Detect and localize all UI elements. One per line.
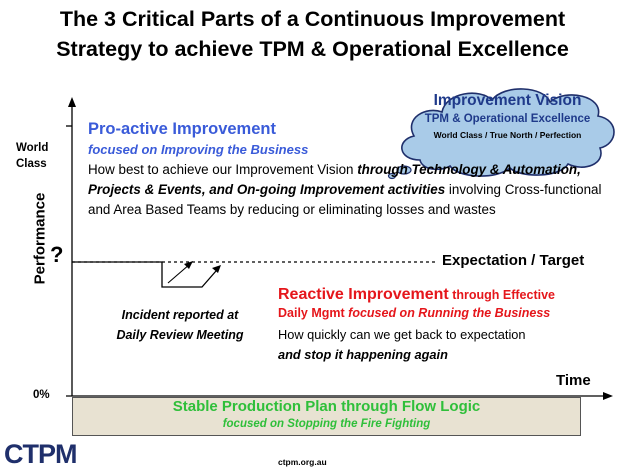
proactive-body-emphasis: through Technology & Automation, Project… [88, 162, 581, 197]
performance-line [72, 261, 182, 288]
reactive-subheading: Daily Mgmt focused on Running the Busine… [278, 306, 550, 320]
world-class-label: World Class [16, 140, 66, 172]
title-line-2: Strategy to achieve TPM & Operational Ex… [56, 37, 569, 61]
y-axis-title: Performance [31, 192, 49, 285]
footer-url: ctpm.org.au [278, 457, 327, 467]
cloud-heading: Improvement Vision [433, 92, 582, 109]
reactive-description: How quickly can we get back to expectati… [278, 325, 618, 365]
y-axis-arrowhead [68, 97, 76, 107]
improvement-vision-cloud: Improvement Vision TPM & Operational Exc… [395, 84, 620, 172]
title-line-1: The 3 Critical Parts of a Continuous Imp… [59, 7, 566, 31]
reactive-heading: Reactive Improvement through Effective [278, 286, 555, 304]
proactive-body-part-1: How best to achieve our Improvement Visi… [88, 162, 358, 177]
x-axis-title: Time [556, 372, 591, 389]
proactive-heading: Pro-active Improvement [88, 120, 276, 138]
proactive-description: How best to achieve our Improvement Visi… [88, 160, 618, 220]
world-class-label-line-2: Class [16, 158, 47, 170]
recovery-arrowhead-2 [212, 265, 221, 273]
stable-production-box [72, 397, 581, 436]
reactive-heading-main: Reactive Improvement [278, 286, 449, 303]
reactive-body-line-1: How quickly can we get back to expectati… [278, 327, 526, 342]
reactive-sub-plain: Daily Mgmt [278, 306, 349, 320]
expectation-target-label: Expectation / Target [442, 252, 585, 269]
proactive-subheading: focused on Improving the Business [88, 142, 309, 157]
expectation-marker: ? [50, 242, 64, 267]
reactive-body-line-2: and stop it happening again [278, 347, 448, 362]
incident-line-1: Incident reported at [121, 308, 239, 322]
x-axis-arrowhead [603, 392, 613, 400]
stable-subheading: focused on Stopping the Fire Fighting [222, 418, 431, 430]
page-title: The 3 Critical Parts of a Continuous Imp… [0, 4, 625, 64]
cloud-subheading: TPM & Operational Excellence [424, 113, 591, 125]
cloud-bubble-small [387, 172, 397, 180]
zero-percent-label: 0% [33, 389, 50, 401]
world-class-label-line-1: World [16, 142, 49, 154]
cloud-detail: World Class / True North / Perfection [433, 130, 582, 140]
stable-heading: Stable Production Plan through Flow Logi… [172, 398, 481, 415]
incident-label: Incident reported at Daily Review Meetin… [70, 305, 290, 345]
recovery-arrow-1 [167, 263, 191, 284]
cloud-shape [401, 88, 615, 177]
reactive-heading-suffix: through Effective [448, 288, 555, 302]
reactive-sub-italic: focused on Running the Business [348, 306, 551, 320]
cloud-bubble-large [396, 165, 412, 175]
proactive-body-part-2: involving Cross-functional and Area Base… [88, 182, 602, 217]
ctpm-logo: CTPM [4, 439, 77, 469]
recovery-arrowhead-1 [184, 261, 193, 269]
incident-line-2: Daily Review Meeting [116, 328, 244, 342]
recovery-step [182, 270, 217, 288]
